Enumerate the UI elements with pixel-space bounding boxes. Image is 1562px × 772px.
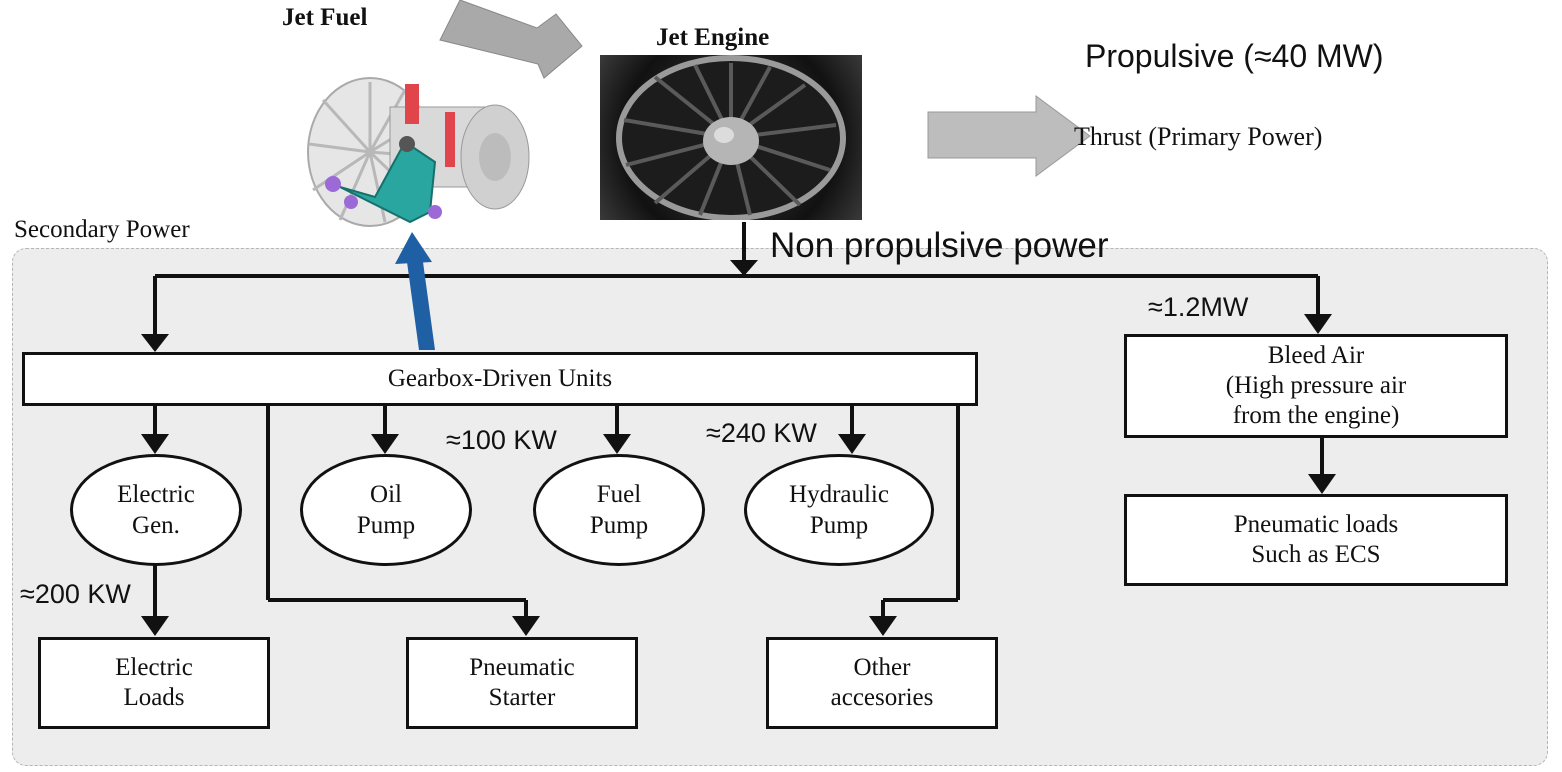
thrust-label: Thrust (Primary Power) [1074, 122, 1323, 151]
secondary-power-title: Secondary Power [14, 216, 190, 243]
fuel-pump-oval: Fuel Pump [533, 454, 705, 566]
bleed-value-label: ≈1.2MW [1148, 292, 1249, 322]
electric-kw-label: ≈200 KW [20, 579, 131, 609]
electric-loads-box: Electric Loads [38, 637, 270, 729]
non-propulsive-label: Non propulsive power [770, 226, 1109, 265]
gearbox-driven-units: Gearbox-Driven Units [22, 352, 978, 406]
propulsive-label: Propulsive (≈40 MW) [1085, 38, 1384, 74]
jet-engine-front-icon [600, 55, 862, 221]
engine-cutaway-icon [295, 72, 535, 232]
jet-fuel-label: Jet Fuel [282, 4, 368, 31]
hydraulic-pump-oval: Hydraulic Pump [744, 454, 934, 566]
electric-gen-oval: Electric Gen. [70, 454, 242, 566]
bleed-air-box: Bleed Air (High pressure air from the en… [1124, 334, 1508, 438]
oil-pump-oval: Oil Pump [300, 454, 472, 566]
other-accessories-box: Other accesories [766, 637, 998, 729]
feedback-arrow [395, 232, 435, 350]
pneumatic-starter-box: Pneumatic Starter [406, 637, 638, 729]
pneumatic-loads-box: Pneumatic loads Such as ECS [1124, 494, 1508, 586]
fuel-pump-kw-label: ≈100 KW [446, 425, 557, 455]
hydraulic-kw-label: ≈240 KW [706, 418, 817, 448]
jet-engine-label: Jet Engine [656, 24, 770, 51]
thrust-arrow [927, 95, 1091, 177]
